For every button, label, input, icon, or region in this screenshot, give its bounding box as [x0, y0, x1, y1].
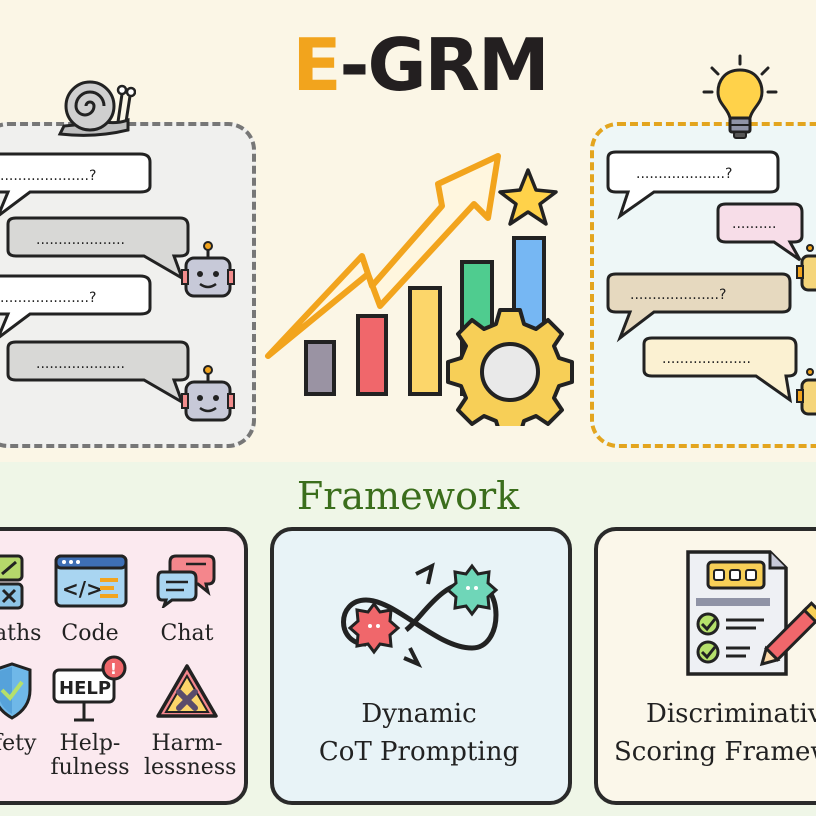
task-harmlessness-label-1: Harm-	[151, 731, 223, 756]
task-harmlessness-label-2: lessness	[144, 755, 237, 780]
infinity-gears-icon	[341, 562, 499, 668]
bar-grey	[304, 340, 336, 396]
right-bubble-4: ....................	[642, 336, 798, 404]
help-sign-text: HELP	[59, 678, 111, 699]
scoring-framework-line1: Discriminativ	[646, 699, 816, 729]
checklist-document-icon	[686, 550, 816, 676]
framework-heading: Framework	[296, 474, 520, 518]
task-helpfulness-label-1: Help-	[59, 731, 121, 756]
right-bubble-1-text: ....................?	[636, 166, 732, 182]
title: E-GRM	[270, 20, 570, 110]
task-chat-label: Chat	[160, 621, 214, 646]
dynamic-cot-line2: CoT Prompting	[318, 737, 520, 767]
dynamic-cot-line1: Dynamic	[361, 699, 477, 729]
robot-icon	[796, 368, 816, 416]
robot-icon	[181, 365, 235, 422]
left-bubble-2: ....................	[6, 216, 190, 282]
star-icon	[498, 168, 558, 226]
task-code-label: Code	[61, 621, 119, 646]
right-bubble-2-text: ..........	[732, 216, 777, 232]
maths-icon	[0, 554, 24, 610]
right-bubble-4-text: ....................	[662, 351, 751, 367]
safety-shield-icon	[0, 662, 32, 720]
left-bubble-4: ....................	[6, 340, 190, 406]
code-icon: </>	[54, 554, 128, 608]
title-dash: -	[339, 23, 370, 107]
growth-arrow-icon	[265, 153, 501, 359]
snail-icon	[57, 80, 136, 137]
left-bubble-1-text: ....................?	[0, 168, 96, 184]
gear-icon	[446, 308, 574, 426]
growth-chart-icon	[265, 153, 574, 426]
left-bubble-3-text: ....................?	[0, 290, 96, 306]
left-bubble-2-text: ....................	[36, 232, 125, 248]
bar-red	[356, 314, 388, 396]
svg-text:!: !	[110, 660, 117, 678]
title-grm: GRM	[367, 23, 549, 107]
right-bubble-3-text: ....................?	[630, 287, 726, 303]
help-sign-icon: HELP !	[52, 655, 127, 722]
right-bubble-3: ....................?	[606, 272, 792, 343]
right-bubble-1: ....................?	[606, 150, 780, 220]
left-bubble-4-text: ....................	[36, 356, 125, 372]
right-bubble-2: ..........	[716, 202, 804, 262]
harm-warning-icon	[156, 664, 218, 718]
title-e: E	[292, 23, 341, 107]
chat-icon	[156, 554, 216, 608]
left-bubble-3: ....................?	[0, 274, 152, 339]
task-safety-label: fety	[0, 731, 37, 756]
robot-icon	[181, 241, 235, 298]
lightbulb-icon	[702, 54, 778, 139]
robot-icon	[796, 244, 816, 292]
bar-yellow	[408, 286, 442, 396]
scoring-framework-line2: Scoring Framew	[614, 737, 816, 767]
task-maths-label: aths	[0, 621, 42, 646]
task-helpfulness-label-2: fulness	[50, 755, 130, 780]
svg-text:</>: </>	[62, 577, 103, 601]
left-bubble-1: ....................?	[0, 152, 152, 217]
